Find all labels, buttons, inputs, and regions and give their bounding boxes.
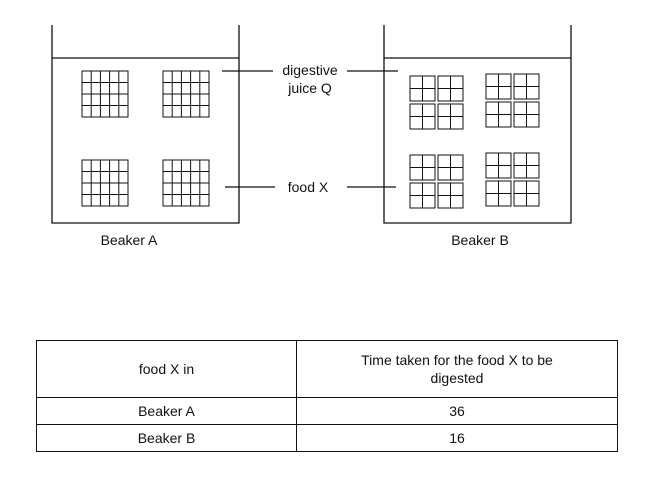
header-time-taken-text: Time taken for the food X to be digested (361, 352, 553, 386)
food-piece-cut (485, 152, 540, 207)
beaker-diagram: digestive juice Q food X Beaker A Beaker… (51, 25, 572, 248)
row-beaker: Beaker A (36, 397, 297, 425)
header-food-x-in: food X in (36, 340, 297, 398)
food-piece-cut (409, 154, 464, 209)
food-piece-whole (162, 159, 210, 207)
food-piece-cut (409, 75, 464, 130)
label-digestive: digestive (282, 62, 337, 78)
food-piece-whole (162, 70, 210, 118)
row-beaker: Beaker B (36, 424, 297, 452)
beaker-a (51, 25, 240, 224)
beaker-b-label: Beaker B (451, 232, 509, 248)
digestion-time-table: food X in Time taken for the food X to b… (36, 340, 618, 452)
food-piece-cut (485, 73, 540, 128)
beaker-a-label: Beaker A (101, 232, 158, 248)
beaker-b (383, 25, 572, 224)
food-piece-whole (81, 159, 129, 207)
table-row: Beaker B 16 (36, 424, 618, 452)
table-row: Beaker A 36 (36, 397, 618, 425)
row-time: 36 (296, 397, 618, 425)
food-x-cut-pieces (409, 73, 540, 209)
header-time-taken: Time taken for the food X to be digested (296, 340, 618, 398)
label-food-x: food X (288, 179, 329, 195)
row-time: 16 (296, 424, 618, 452)
food-x-whole-pieces (81, 70, 210, 207)
table-header-row: food X in Time taken for the food X to b… (36, 340, 618, 398)
label-juice-q: juice Q (287, 80, 332, 96)
food-piece-whole (81, 70, 129, 118)
